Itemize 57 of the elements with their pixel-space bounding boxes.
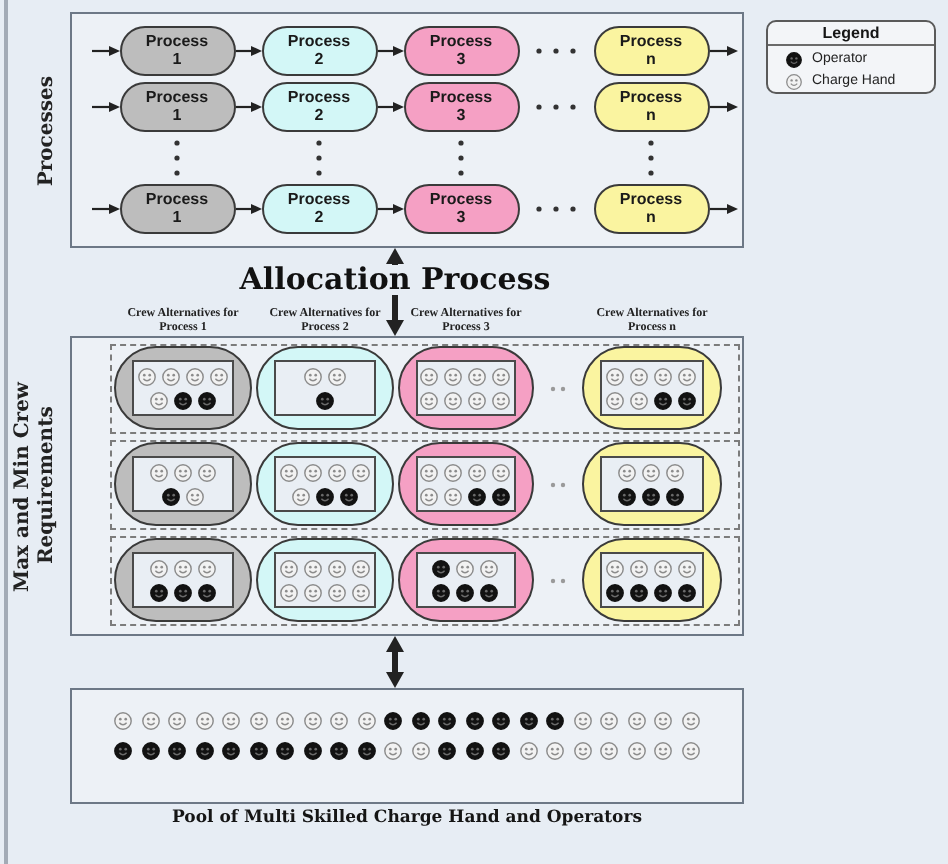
- process-label: Process 3: [429, 32, 493, 68]
- process-label: Process 2: [287, 32, 351, 68]
- arrow: [710, 46, 738, 56]
- process-pill: [403, 25, 519, 75]
- process-label: Process 3: [429, 88, 493, 124]
- arrow: [378, 204, 404, 214]
- process-label: Process 3: [429, 190, 493, 226]
- crew-pill: [113, 346, 251, 430]
- process-pill: [593, 25, 709, 75]
- arrow: [710, 204, 738, 214]
- crew-pill: [113, 538, 251, 622]
- crew-pill: [255, 538, 393, 622]
- process-label: Process n: [619, 32, 683, 68]
- arrow: [378, 102, 404, 112]
- crew-pill: [581, 346, 721, 430]
- process-label: Process 2: [287, 88, 351, 124]
- arrow: [236, 204, 262, 214]
- process-label: Process 1: [145, 88, 209, 124]
- process-label: Process 2: [287, 190, 351, 226]
- process-pill: [593, 183, 709, 233]
- crew-pill: [581, 538, 721, 622]
- arrow: [386, 636, 404, 688]
- arrow: [378, 46, 404, 56]
- legend-title: Legend: [822, 24, 880, 42]
- arrow: [92, 46, 120, 56]
- crew-pill: [397, 538, 533, 622]
- process-label: Process 1: [145, 190, 209, 226]
- crew-row-frame: [109, 439, 739, 529]
- crew-pill: [255, 442, 393, 526]
- panel-heading: Max and Min Crew Requirements: [12, 378, 60, 596]
- arrow: [710, 102, 738, 112]
- process-pill: [593, 81, 709, 131]
- process-pill: [403, 183, 519, 233]
- arrow: [92, 102, 120, 112]
- crew-pill: [397, 346, 533, 430]
- process-pill: [261, 183, 377, 233]
- panel-heading: Processes: [36, 75, 60, 186]
- crew-row-frame: [109, 535, 739, 625]
- crew-pill: [113, 442, 251, 526]
- process-pill: [119, 81, 235, 131]
- crew-pill: [581, 442, 721, 526]
- process-pill: [119, 25, 235, 75]
- process-label: Process n: [619, 190, 683, 226]
- crew-pill: [255, 346, 393, 430]
- process-pill: [403, 81, 519, 131]
- arrow: [236, 102, 262, 112]
- process-label: Process n: [619, 88, 683, 124]
- panel-heading: Pool of Multi Skilled Charge Hand and Operators: [172, 808, 642, 830]
- edge-label: Allocation Process: [235, 265, 555, 295]
- process-pill: [261, 81, 377, 131]
- crew-row-frame: [109, 343, 739, 433]
- process-label: Process 1: [145, 32, 209, 68]
- process-pill: [261, 25, 377, 75]
- crew-pill: [397, 442, 533, 526]
- arrow: [92, 204, 120, 214]
- process-pill: [119, 183, 235, 233]
- arrow: [236, 46, 262, 56]
